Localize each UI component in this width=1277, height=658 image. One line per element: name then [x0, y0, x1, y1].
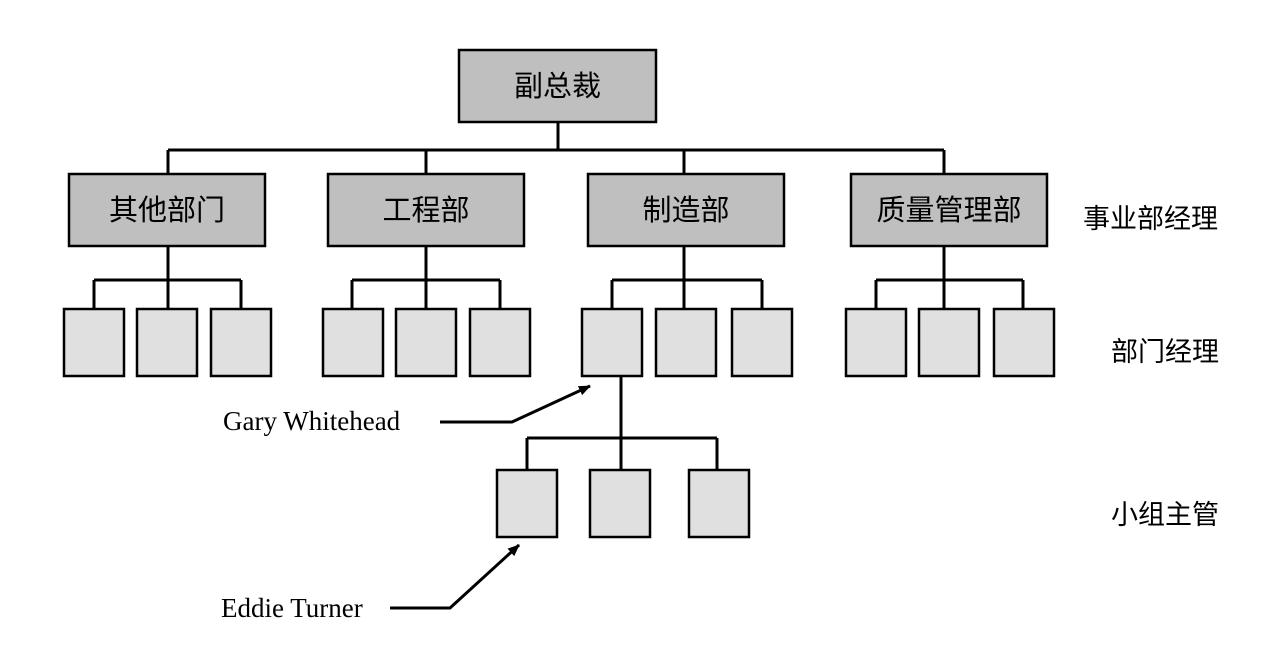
vice-president-node: 副总裁 [457, 48, 658, 124]
manager-box [62, 307, 126, 378]
level-label-team-supervisors: 小组主管 [1111, 500, 1219, 531]
department-box [326, 172, 526, 248]
supervisor-annotation-arrow [390, 543, 521, 610]
manager-box [209, 307, 273, 378]
manager-box [394, 307, 458, 378]
department-node-quality: 质量管理部 [849, 172, 1049, 248]
department-label-other: 其他部门 [109, 193, 225, 227]
department-label-quality: 质量管理部 [876, 193, 1021, 227]
level-label-division-managers: 事业部经理 [1083, 204, 1218, 235]
department-box [67, 172, 267, 248]
department-node-other: 其他部门 [67, 172, 267, 248]
supervisor-box [687, 468, 751, 539]
department-node-engineering: 工程部 [326, 172, 526, 248]
manager-box [992, 307, 1056, 378]
department-box [586, 172, 786, 248]
manager-name-annotation: Gary Whitehead [223, 406, 401, 436]
department-box [849, 172, 1049, 248]
manager-box [844, 307, 908, 378]
manager-annotation-arrow [440, 384, 591, 424]
supervisor-boxes [495, 468, 751, 539]
manager-box [468, 307, 532, 378]
manager-boxes [62, 307, 1056, 378]
supervisor-name-annotation: Eddie Turner [221, 593, 363, 623]
level-label-department-managers: 部门经理 [1111, 337, 1219, 368]
supervisor-box [588, 468, 652, 539]
manager-box [321, 307, 385, 378]
manager-box [917, 307, 981, 378]
department-label-engineering: 工程部 [382, 193, 469, 227]
manager-box [654, 307, 718, 378]
manager-box-highlighted [580, 307, 644, 378]
vice-president-label: 副总裁 [514, 69, 601, 103]
department-label-manufacturing: 制造部 [642, 193, 729, 227]
vice-president-box [457, 48, 658, 124]
department-node-manufacturing: 制造部 [586, 172, 786, 248]
manager-box [135, 307, 199, 378]
connector-lines [92, 122, 1025, 470]
manager-box [730, 307, 794, 378]
supervisor-box-highlighted [495, 468, 559, 539]
